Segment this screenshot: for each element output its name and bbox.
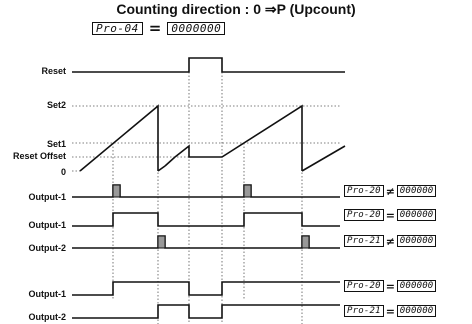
condition-operator: =	[385, 208, 395, 222]
condition-row-2: Pro-20 = 000000	[344, 208, 437, 222]
condition-row-4: Pro-20 = 000000	[344, 279, 437, 293]
label-set1: Set1	[46, 139, 66, 149]
condition-value: 000000	[396, 305, 437, 317]
condition-param: Pro-21	[344, 305, 384, 317]
pulse-shade	[301, 235, 310, 249]
condition-param: Pro-20	[344, 185, 384, 197]
condition-value: 000000	[396, 280, 437, 292]
output1-a-waveform	[72, 184, 340, 198]
pulse-shade	[112, 184, 121, 198]
condition-param: Pro-20	[344, 280, 384, 292]
condition-operator: ≠	[385, 234, 395, 248]
setting-equation: Pro-04 = 0000000	[92, 19, 226, 37]
count-ramp-2	[174, 104, 303, 171]
condition-value: 000000	[396, 185, 437, 197]
label-output1-a: Output-1	[28, 192, 67, 202]
reset-waveform	[72, 57, 345, 73]
condition-operator: =	[385, 279, 395, 293]
condition-row-1: Pro-20 ≠ 000000	[344, 184, 437, 198]
diagram-title: Counting direction : 0 ⇒P (Upcount)	[116, 1, 356, 17]
condition-operator: =	[385, 304, 395, 318]
label-output2-c: Output-2	[28, 312, 67, 322]
count-ramp-2-start	[157, 165, 166, 172]
condition-value: 000000	[396, 235, 437, 247]
condition-value: 000000	[396, 209, 437, 221]
label-set2: Set2	[46, 100, 66, 110]
label-zero: 0	[60, 167, 66, 177]
output2-c-waveform	[72, 304, 340, 319]
count-ramp-2-rise	[164, 156, 176, 167]
condition-param: Pro-20	[344, 209, 384, 221]
count-ramp-1	[79, 104, 159, 172]
label-output2-b: Output-2	[28, 243, 67, 253]
condition-param: Pro-21	[344, 235, 384, 247]
label-output1-c: Output-1	[28, 289, 67, 299]
count-ramp-3	[301, 145, 346, 172]
output1-c-waveform	[72, 281, 340, 296]
condition-row-3: Pro-21 ≠ 000000	[344, 234, 437, 248]
output1-b-waveform	[72, 212, 340, 227]
label-reset-offset: Reset Offset	[12, 151, 66, 161]
condition-operator: ≠	[385, 184, 395, 198]
value-display: 0000000	[167, 21, 226, 35]
label-reset: Reset	[41, 66, 66, 76]
output2-b-waveform	[72, 235, 340, 249]
label-output1-b: Output-1	[28, 220, 67, 230]
param-display: Pro-04	[92, 21, 143, 35]
condition-row-5: Pro-21 = 000000	[344, 304, 437, 318]
pulse-shade	[243, 184, 252, 198]
equals-sign: =	[148, 19, 162, 37]
pulse-shade	[157, 235, 166, 249]
